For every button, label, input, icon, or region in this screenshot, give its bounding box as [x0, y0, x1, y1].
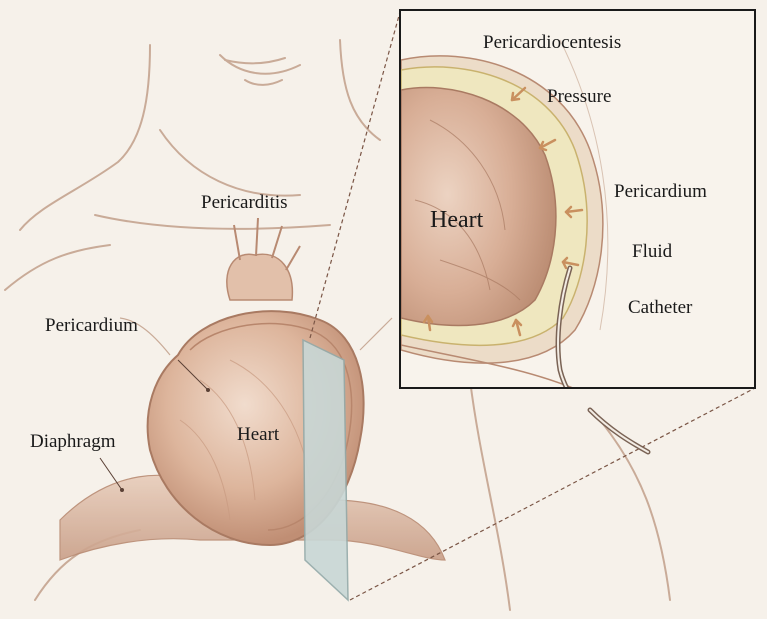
label-pericarditis: Pericarditis: [201, 193, 288, 212]
label-heart: Heart: [237, 425, 279, 444]
label-fluid: Fluid: [632, 242, 672, 261]
label-heart-inset: Heart: [430, 208, 483, 232]
label-pressure: Pressure: [547, 87, 611, 106]
label-pericardiocentesis: Pericardiocentesis: [483, 33, 621, 52]
label-diaphragm: Diaphragm: [30, 432, 115, 451]
label-catheter: Catheter: [628, 298, 692, 317]
label-pericardium-inset: Pericardium: [614, 182, 707, 201]
section-plane: [303, 340, 348, 600]
label-pericardium: Pericardium: [45, 316, 138, 335]
